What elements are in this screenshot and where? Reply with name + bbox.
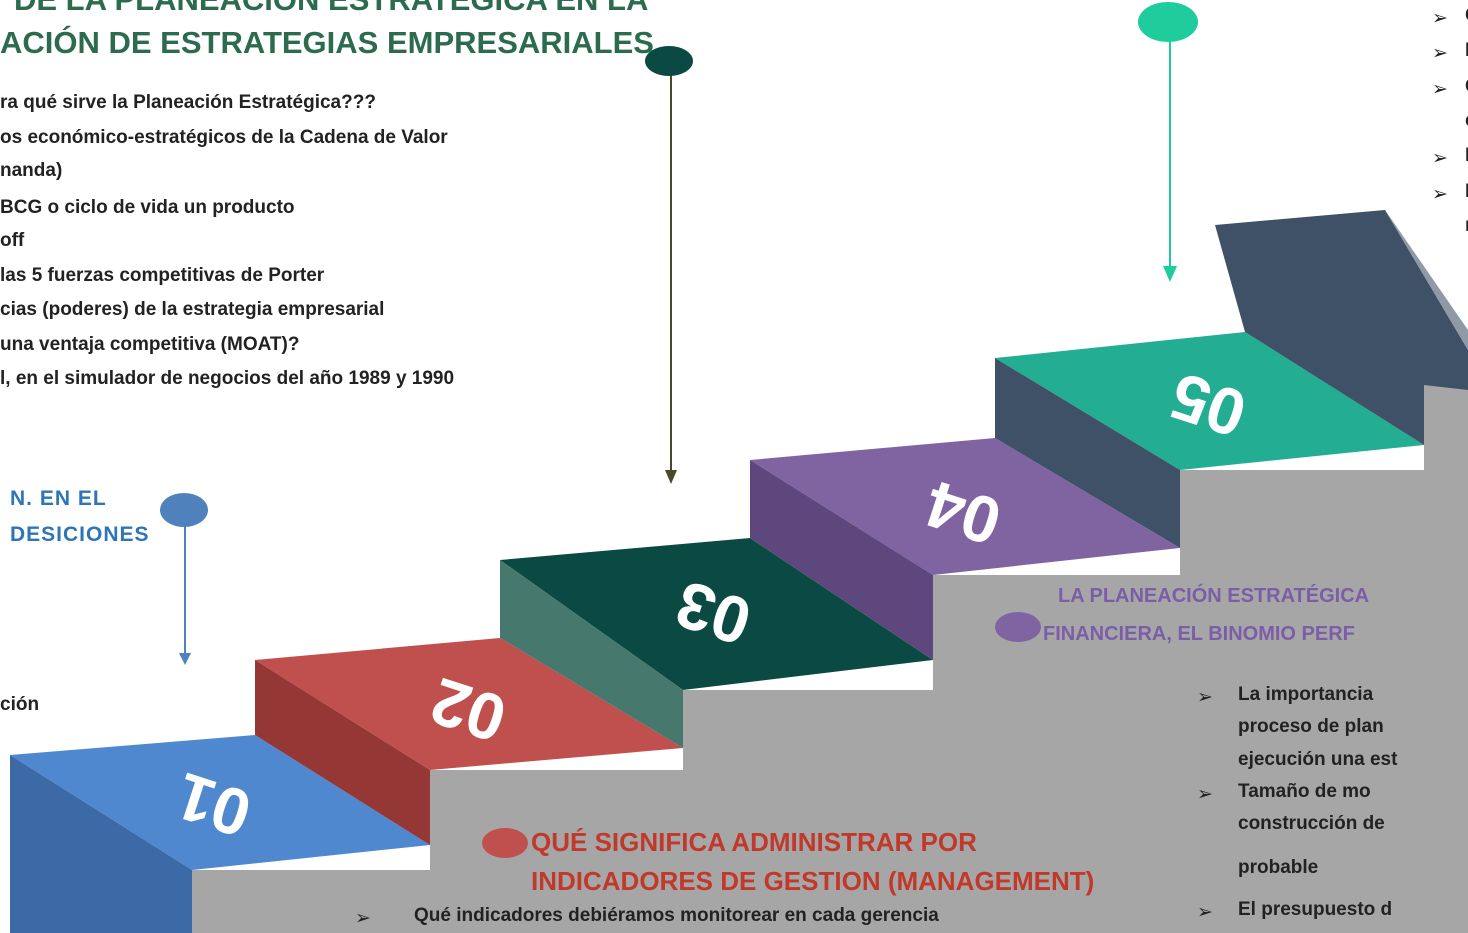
purple-item-5: construcción de: [1238, 813, 1385, 834]
step-05-front: [995, 358, 1180, 548]
top-left-item-1: ra qué sirve la Planeación Estratégica??…: [0, 92, 376, 113]
top-left-item-9: l, en el simulador de negocios del año 1…: [0, 368, 455, 389]
dot-purple: [995, 612, 1041, 642]
step-02-front: [255, 660, 430, 845]
connector-arrow-3: [665, 470, 677, 484]
top-left-item-5: off: [0, 230, 25, 251]
connector-arrow-5: [1163, 266, 1177, 282]
top-left-item-2: os económico-estratégicos de la Cadena d…: [0, 127, 448, 148]
connector-arrow-1: [179, 653, 191, 665]
top-right-bullet-4: ➢: [1432, 148, 1448, 169]
purple-item-3: ejecución una est: [1238, 749, 1398, 770]
purple-item-1: La importancia: [1238, 684, 1374, 705]
top-left-item-6: las 5 fuerzas competitivas de Porter: [0, 265, 325, 286]
top-landing-top: [1215, 210, 1468, 445]
top-left-item-4: BCG o ciclo de vida un producto: [0, 197, 295, 218]
step-02-top: [255, 638, 683, 770]
dot-dark-green: [645, 46, 693, 76]
top-right-item-5: I: [1465, 145, 1468, 166]
top-left-item-3: nanda): [0, 160, 63, 181]
step-01-top: [10, 735, 430, 870]
section-top-left-title-line2: ACIÓN DE ESTRATEGIAS EMPRESARIALES: [0, 25, 654, 60]
dot-red: [482, 828, 528, 858]
top-right-item-3: C: [1465, 76, 1468, 98]
section-purple-title-line1: LA PLANEACIÓN ESTRATÉGICA: [1058, 585, 1370, 607]
top-right-bullet-3: ➢: [1432, 79, 1448, 100]
stair-rail: [190, 355, 1468, 933]
step-03-top: [500, 538, 933, 690]
top-right-bullet-1: ➢: [1432, 8, 1448, 29]
dot-teal: [1138, 2, 1198, 42]
section-left-title-line2: DESICIONES: [10, 523, 150, 546]
step-04-front: [750, 460, 933, 660]
purple-bullet-1: ➢: [1197, 687, 1213, 708]
purple-bullet-3: ➢: [1197, 902, 1213, 923]
top-right-bullet-5: ➢: [1432, 184, 1448, 205]
purple-item-4: Tamaño de mo: [1238, 781, 1371, 802]
purple-item-2: proceso de plan: [1238, 716, 1384, 737]
section-top-left-title-line1: DE LA PLANEACIÓN ESTRATÉGICA EN LA: [14, 0, 648, 17]
step-05-top: [995, 332, 1424, 470]
step-04-top: [750, 438, 1180, 575]
top-left-item-7: cias (poderes) de la estrategia empresar…: [0, 299, 385, 320]
top-left-item-8: una ventaja competitiva (MOAT)?: [0, 334, 300, 355]
step-03-front: [500, 560, 683, 748]
top-right-item-7: r: [1465, 215, 1468, 237]
top-right-item-2: I: [1465, 40, 1468, 61]
top-landing-side: [1385, 210, 1468, 350]
top-right-item-6: I: [1465, 181, 1468, 202]
top-right-item-1: C: [1465, 5, 1468, 27]
purple-item-7: El presupuesto d: [1238, 899, 1393, 920]
section-purple-title-line2: FINANCIERA, EL BINOMIO PERF: [1043, 623, 1355, 645]
red-bullet-1: ➢: [355, 908, 371, 929]
section-red-title-line2: INDICADORES DE GESTION (MANAGEMENT): [531, 866, 1095, 896]
dot-blue: [160, 493, 208, 527]
purple-bullet-2: ➢: [1197, 784, 1213, 805]
red-item-1: Qué indicadores debiéramos monitorear en…: [414, 905, 939, 926]
section-left-fragment: ción: [0, 694, 40, 715]
purple-item-6: probable: [1238, 857, 1319, 878]
section-red-title-line1: QUÉ SIGNIFICA ADMINISTRAR POR: [531, 827, 977, 857]
top-right-item-4: c: [1465, 110, 1468, 132]
top-right-bullet-2: ➢: [1432, 43, 1448, 64]
step-01-front: [10, 755, 192, 933]
section-left-title-line1: N. EN EL: [10, 487, 107, 510]
